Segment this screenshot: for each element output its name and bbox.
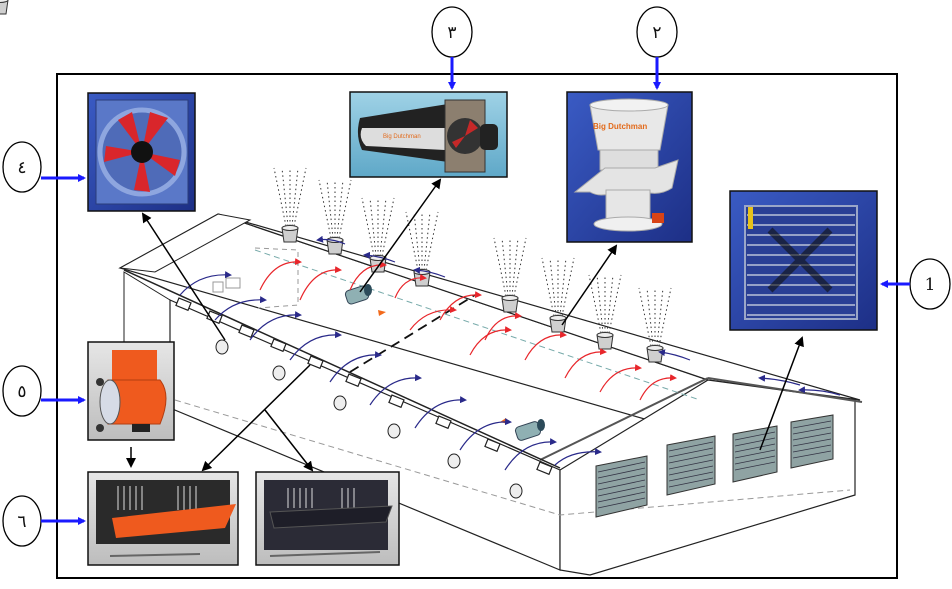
roof-chimney [273, 167, 307, 243]
callout-2: ٢ [636, 6, 678, 90]
callout-1: 1 [880, 258, 951, 310]
photo-air-inlet-closed [255, 471, 400, 566]
gable-louvers [595, 414, 834, 518]
roof-chimney [541, 257, 575, 333]
airflow-arrow [564, 348, 607, 379]
callout-4-label: ٤ [17, 158, 26, 178]
photo-winch-motor [87, 341, 175, 441]
airflow-arrow [554, 448, 602, 466]
airflow-arrow [363, 251, 396, 263]
airflow-arrow [316, 235, 346, 245]
photo-air-inlet-open [87, 471, 239, 566]
callout-3: ٣ [431, 6, 473, 90]
wall-fans [215, 339, 523, 499]
box-fan-icon [747, 214, 855, 316]
airflow-arrow [639, 374, 677, 401]
airflow-arrow [484, 312, 522, 341]
pointer-arrows [126, 178, 804, 472]
air-inlet-icon [117, 486, 197, 510]
winch-motor-icon [99, 379, 121, 425]
roof-chimney [588, 274, 622, 350]
airflow-arrow [349, 261, 387, 291]
airflow-arrow [329, 351, 382, 383]
roof-chimney [318, 179, 352, 255]
callout-5: ٥ [2, 365, 86, 417]
airflow-arrow [758, 374, 801, 386]
callout-2-label: ٢ [652, 23, 661, 43]
callout-3-label: ٣ [447, 23, 456, 43]
airflow-arrow [394, 274, 427, 299]
airflow-arrow [658, 349, 691, 361]
photo-wall-axial-fan [87, 92, 196, 212]
airflow-arrow [469, 326, 512, 356]
callout-1-label: 1 [925, 275, 936, 295]
callout-5-label: ٥ [17, 382, 26, 402]
callout-4: ٤ [2, 141, 86, 193]
axial-fan-icon [104, 112, 180, 192]
photo-roof-chimney-fan: Big Dutchman [566, 91, 693, 243]
airflow-arrow [259, 258, 302, 291]
chimney-brand-text: Big Dutchman [593, 122, 647, 131]
callout-6: ٦ [2, 495, 86, 547]
poultry-house-drawing [0, 0, 863, 576]
airflow-arrow [599, 364, 642, 393]
heater-brand-text: Big Dutchman [383, 134, 421, 140]
airflow-arrow [179, 271, 232, 296]
airflow-arrow [299, 266, 342, 301]
airflow-arrow [214, 296, 267, 321]
heater-unit-1 [344, 284, 386, 316]
diagram-frame [56, 73, 898, 579]
airflow-arrow [459, 418, 512, 451]
airflow-arrow [249, 311, 302, 341]
airflow-arrow [414, 396, 467, 429]
photo-air-heater: Big Dutchman [349, 91, 508, 178]
photo-large-exhaust-fan [729, 190, 878, 331]
airflow-arrow [289, 331, 342, 361]
callout-6-label: ٦ [17, 512, 26, 532]
airflow-arrow [524, 331, 567, 361]
roof-chimney [493, 237, 527, 313]
wall-inlets [175, 297, 553, 476]
roof-chimneys [0, 0, 9, 15]
airflow-arrow [413, 266, 446, 278]
airflow-arrow [798, 386, 841, 396]
airflow-arrow [409, 306, 457, 331]
airflow-arrow [504, 438, 557, 471]
airflow-arrow [439, 291, 482, 321]
airflow-arrow [369, 374, 422, 406]
